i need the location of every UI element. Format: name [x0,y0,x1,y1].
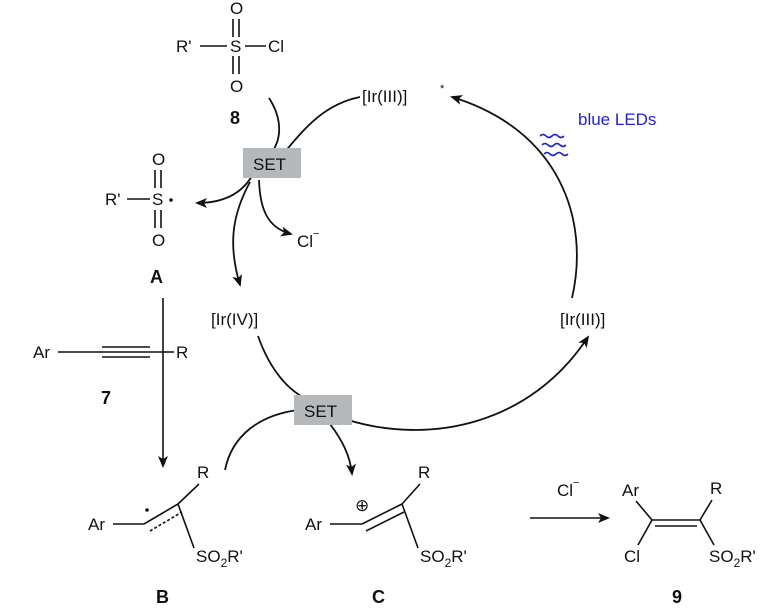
r-label: R [710,479,722,498]
r-prime-text: R' [227,547,243,566]
oxygen-bottom: O [152,231,165,250]
bond-line [635,500,653,521]
compound-label-8: 8 [230,108,240,128]
r-prime-label: R' [176,37,192,56]
r-label: R [197,463,209,482]
r-label: R [176,343,188,362]
chloride-label: Cl [297,232,313,251]
subscript-2: 2 [445,556,452,570]
ir-iv-label: [Ir(IV)] [211,310,258,329]
compound-label-C: C [372,587,385,607]
chloride-charge: − [313,228,319,240]
subscript-2: 2 [221,556,228,570]
cycle-arc-reduction [257,335,316,403]
bond-line [177,483,200,505]
set-label-bottom: SET [304,402,337,421]
r-prime-text: R' [740,547,756,566]
radical-dot [169,198,173,202]
sulfonyl-label: SO2R' [196,547,243,570]
chlorine-atom: Cl [624,547,640,566]
aryl-label: Ar [305,515,322,534]
chloride-addition-step: Cl − [530,477,610,523]
compound-label-A: A [150,267,163,287]
arrow-to-radical-A [195,175,253,208]
cation-charge-icon: ⊕ [355,496,369,515]
sulfonyl-label: SO2R' [420,547,467,570]
bond-line [177,503,195,549]
double-bond-line [149,511,183,532]
catalytic-cycle: blue LEDs [Ir(III)] * [Ir(IV)] [Ir(III)]… [195,83,656,476]
arrow-to-chloride [258,179,293,237]
reagent-8-entry-curve [268,97,281,153]
r-label: R [418,463,430,482]
set-label-top: SET [253,155,286,174]
sulfonyl-radical-A: O R' S O A [105,150,173,287]
aryl-label: Ar [88,515,105,534]
so-text: SO [420,547,445,566]
bond-line [699,499,713,521]
light-source-label: blue LEDs [578,110,656,129]
ir-iii-excited-label: [Ir(III)] [362,87,407,106]
excited-state-mark: * [440,83,445,95]
bond-line [637,519,653,546]
oxygen-top: O [230,0,243,18]
subscript-2: 2 [734,556,741,570]
chloride-charge: − [573,477,579,489]
compound-label-7: 7 [101,388,111,408]
r-prime-text: R' [451,547,467,566]
bond-line [361,503,403,525]
wave-icon [539,133,569,157]
arrow-to-cation-C [329,423,356,476]
vinyl-cation-C: Ar ⊕ R SO2R' C [305,463,467,607]
vinyl-sulfone-product-9: Ar R Cl SO2R' 9 [622,479,756,607]
so-text: SO [709,547,734,566]
sulfonyl-chloride-8: O R' S Cl O 8 [176,0,284,128]
vinyl-radical-B: Ar R SO2R' B [88,463,243,607]
oxygen-top: O [152,150,165,169]
radical-B-entry-curve [224,409,299,471]
oxygen-bottom: O [230,77,243,96]
set-box-top [243,148,301,178]
set-box-bottom [294,395,352,425]
r-prime-label: R' [105,190,121,209]
double-bond-line [365,511,405,532]
compound-label-9: 9 [672,587,682,607]
cycle-arc-excitation [450,95,578,299]
chlorine-atom: Cl [268,37,284,56]
bond-line [143,503,179,525]
sulfur-atom: S [230,37,241,56]
cycle-arc-oxidative-quench [281,96,361,156]
compound-label-B: B [156,587,169,607]
cycle-arc-to-ir-iv [232,181,251,287]
bond-line [699,519,715,546]
aryl-label: Ar [622,481,639,500]
sulfonyl-label: SO2R' [709,547,756,570]
cycle-arc-regeneration [347,335,590,431]
chloride-label: Cl [557,481,573,500]
aryl-label: Ar [33,343,50,362]
bond-line [401,483,421,505]
alkyne-7: Ar R 7 [33,343,188,408]
radical-dot [145,508,149,512]
so-text: SO [196,547,221,566]
sulfur-atom: S [152,190,163,209]
bond-line [401,503,419,549]
ir-iii-label: [Ir(III)] [560,310,605,329]
